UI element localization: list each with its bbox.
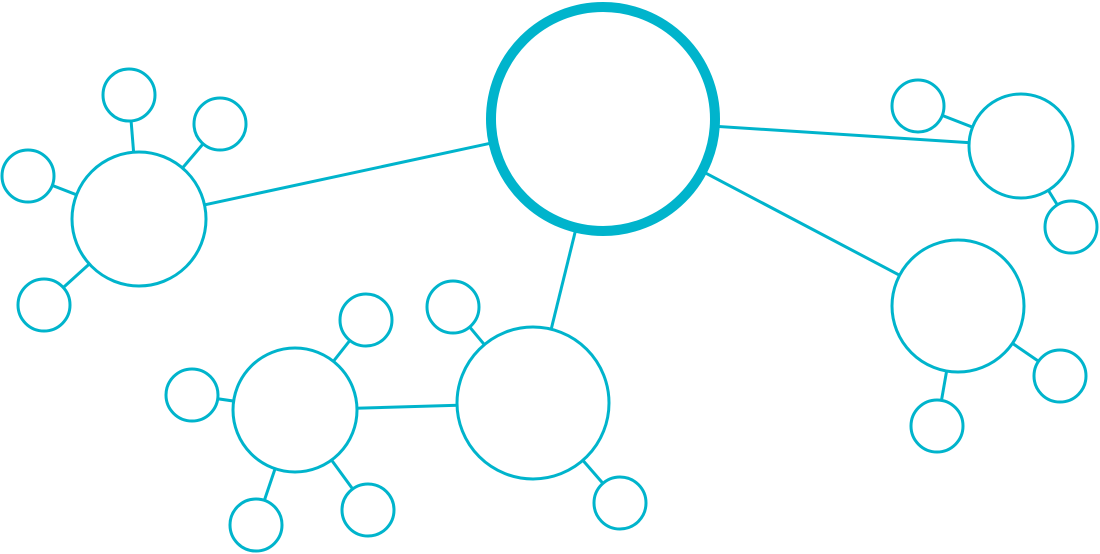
node-rb1: [1032, 348, 1088, 404]
node-rt1: [890, 78, 946, 134]
node-l2: [192, 96, 248, 152]
node-bm1: [425, 279, 481, 335]
node-l1: [101, 67, 157, 123]
node-bl1: [164, 367, 220, 423]
node-bl2: [338, 292, 394, 348]
node-l3: [0, 148, 56, 204]
node-rb2: [909, 398, 965, 454]
node-hub-left: [70, 150, 208, 288]
node-hub-bottom-left: [231, 346, 359, 474]
node-hub-right-bottom: [890, 238, 1026, 374]
node-bm2: [592, 475, 648, 531]
node-rt2: [1043, 199, 1099, 255]
node-hub-right-top: [967, 92, 1075, 200]
node-center: [486, 2, 720, 236]
node-bl3: [228, 497, 284, 553]
node-l4: [16, 277, 72, 333]
node-hub-bottom-mid: [455, 325, 611, 481]
node-bl4: [340, 482, 396, 538]
